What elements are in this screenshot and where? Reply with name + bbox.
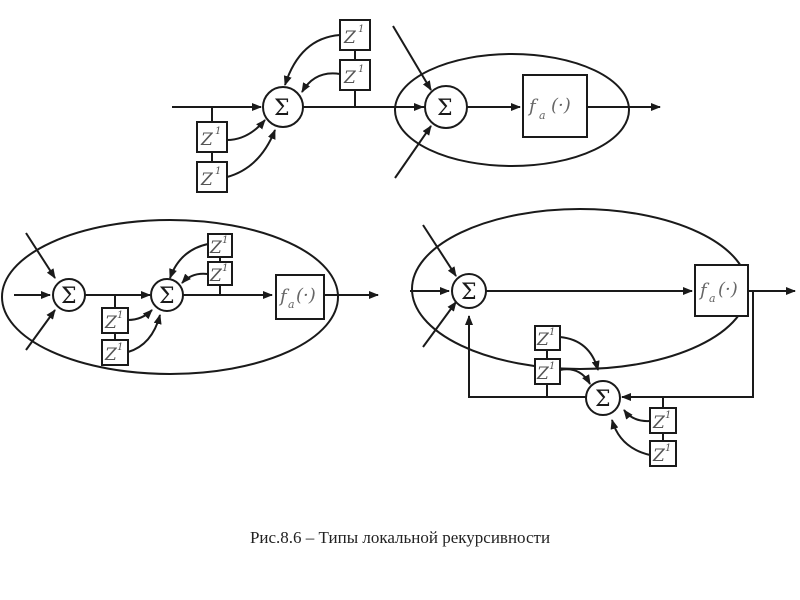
svg-text:Z: Z xyxy=(343,28,357,48)
delay-block: Z 1 xyxy=(207,261,233,286)
svg-text:Σ: Σ xyxy=(159,284,175,309)
svg-text:1: 1 xyxy=(117,310,123,321)
svg-text:Z: Z xyxy=(104,313,118,333)
svg-text:Z: Z xyxy=(652,413,666,433)
delay-block: Z 1 xyxy=(196,121,228,153)
svg-text:1: 1 xyxy=(549,361,555,372)
delay-block: Z 1 xyxy=(101,307,129,334)
feedback-line xyxy=(632,291,754,398)
delay-block: Z 1 xyxy=(534,358,561,385)
svg-text:Σ: Σ xyxy=(461,280,477,305)
svg-text:1: 1 xyxy=(665,410,671,421)
svg-text:Z: Z xyxy=(536,330,550,350)
diagram-bottom-right: Σ f a (·) Z 1 Z 1 Σ xyxy=(410,208,796,467)
neuron-ellipse xyxy=(394,53,630,167)
delay-block: Z 1 xyxy=(207,233,233,258)
svg-text:(·): (·) xyxy=(718,279,738,300)
delay-block: Z 1 xyxy=(649,407,677,434)
delay-block: Z 1 xyxy=(339,19,371,51)
svg-text:1: 1 xyxy=(215,166,221,177)
svg-text:Z: Z xyxy=(200,170,214,190)
sum-node: Σ xyxy=(585,380,621,416)
diagram-top: Σ Z 1 Z 1 Z 1 Z 1 xyxy=(172,19,661,193)
svg-text:Σ: Σ xyxy=(274,96,290,121)
svg-text:1: 1 xyxy=(549,327,555,338)
svg-text:1: 1 xyxy=(215,126,221,137)
sum-node: Σ xyxy=(52,278,86,312)
activation-block: f a (·) xyxy=(522,74,588,138)
sum-node: Σ xyxy=(262,86,304,128)
figure-caption: Рис.8.6 – Типы локальной рекурсивности xyxy=(249,528,551,547)
sum-node: Σ xyxy=(150,278,184,312)
svg-text:Z: Z xyxy=(209,238,223,258)
svg-text:1: 1 xyxy=(222,235,228,246)
svg-text:a: a xyxy=(709,292,716,305)
delay-block: Z 1 xyxy=(534,325,561,351)
delay-block: Z 1 xyxy=(339,59,371,91)
delay-block: Z 1 xyxy=(101,339,129,366)
sum-node: Σ xyxy=(424,85,468,129)
delay-block: Z 1 xyxy=(649,440,677,467)
svg-text:Σ: Σ xyxy=(61,284,77,309)
activation-block: f a (·) xyxy=(275,274,325,320)
svg-text:Z: Z xyxy=(209,266,223,286)
svg-text:Σ: Σ xyxy=(595,387,611,412)
diagram-bottom-left: Σ Z 1 Z 1 Σ Z 1 Z 1 xyxy=(1,219,379,375)
delay-block: Z 1 xyxy=(196,161,228,193)
neuron-ellipse xyxy=(1,219,339,375)
svg-text:Z: Z xyxy=(200,130,214,150)
svg-text:Z: Z xyxy=(652,446,666,466)
activation-block: f a (·) xyxy=(694,264,749,317)
svg-text:a: a xyxy=(539,109,546,122)
svg-text:(·): (·) xyxy=(296,285,316,306)
svg-text:(·): (·) xyxy=(551,95,571,116)
svg-text:Z: Z xyxy=(343,68,357,88)
svg-text:Z: Z xyxy=(104,345,118,365)
svg-text:1: 1 xyxy=(358,64,364,75)
svg-text:1: 1 xyxy=(222,263,228,274)
svg-text:Σ: Σ xyxy=(437,96,453,121)
sum-node: Σ xyxy=(451,273,487,309)
svg-text:1: 1 xyxy=(665,443,671,454)
svg-text:Z: Z xyxy=(536,364,550,384)
svg-text:a: a xyxy=(288,298,295,311)
svg-text:1: 1 xyxy=(117,342,123,353)
svg-text:1: 1 xyxy=(358,24,364,35)
